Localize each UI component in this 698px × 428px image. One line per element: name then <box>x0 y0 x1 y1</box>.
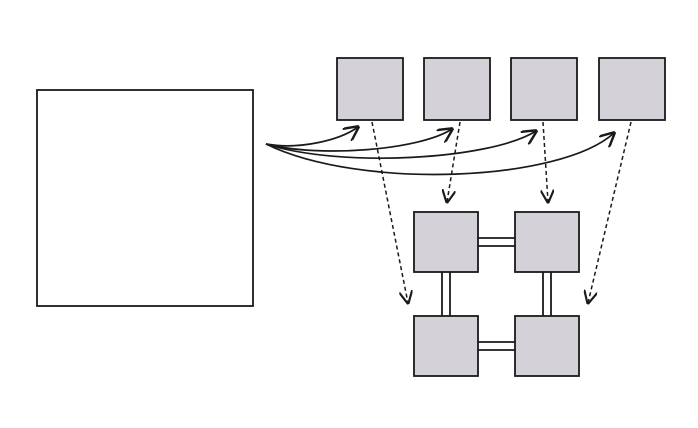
piece-3-box <box>510 57 578 121</box>
dashed-arrow-3 <box>543 121 548 202</box>
piece-4-box <box>598 57 666 121</box>
dashed-arrow-2 <box>447 121 461 202</box>
grid-top-right-box <box>514 211 580 273</box>
grid-top-left-box <box>413 211 479 273</box>
grid-link-1 <box>478 237 515 247</box>
solid-arrow-1 <box>265 127 358 147</box>
grid-link-3 <box>441 272 451 316</box>
grid-links <box>441 237 552 351</box>
piece-1-box <box>336 57 404 121</box>
source-box <box>36 89 254 307</box>
solid-arrow-4 <box>265 133 614 176</box>
solid-arrow-3 <box>265 131 536 159</box>
boxes <box>36 57 666 377</box>
piece-2-box <box>423 57 491 121</box>
solid-arrow-2 <box>265 129 452 152</box>
grid-link-2 <box>478 341 515 351</box>
dashed-arrow-1 <box>371 121 408 303</box>
arrows <box>265 121 632 303</box>
grid-link-4 <box>542 272 552 316</box>
dashed-arrow-4 <box>588 121 632 303</box>
grid-bottom-right-box <box>514 315 580 377</box>
grid-bottom-left-box <box>413 315 479 377</box>
